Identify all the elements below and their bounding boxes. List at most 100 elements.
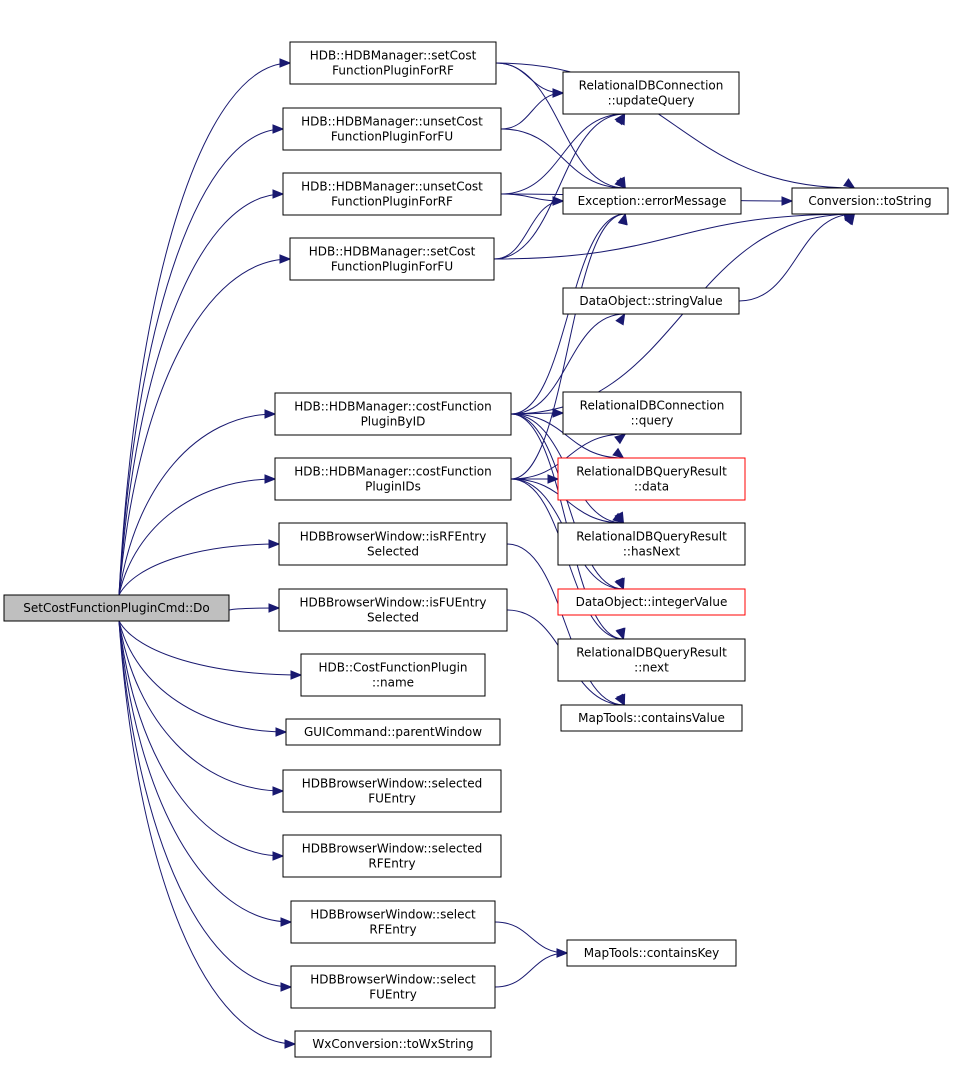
arrowhead-byID-to-data <box>612 447 625 459</box>
node-label-data-1: ::data <box>634 480 669 494</box>
edge-setFU-to-upd <box>493 113 625 260</box>
node-strv[interactable]: DataObject::stringValue <box>562 287 740 315</box>
node-label-byID-0: HDB::HDBManager::costFunction <box>294 400 492 414</box>
edge-selectFU-to-contKey <box>494 952 568 988</box>
arrowhead-selectFU-to-contKey <box>556 948 569 958</box>
node-box-err <box>562 187 742 215</box>
edge-byID-to-data <box>510 413 624 459</box>
edge-do-to-toWx <box>118 620 296 1045</box>
node-box-isFU <box>278 588 508 632</box>
node-label-query-1: ::query <box>631 414 674 428</box>
node-label-intv-0: DataObject::integerValue <box>576 595 728 609</box>
node-parent[interactable]: GUICommand::parentWindow <box>285 718 501 746</box>
node-box-setRF <box>289 41 497 85</box>
node-query[interactable]: RelationalDBConnection::query <box>562 391 742 435</box>
node-contKey[interactable]: MapTools::containsKey <box>566 939 737 967</box>
arrowhead-do-to-selFU <box>272 786 285 796</box>
node-box-query <box>562 391 742 435</box>
node-label-upd-0: RelationalDBConnection <box>579 79 724 93</box>
node-box-unsetRF <box>282 172 502 216</box>
arrowhead-unsetFU-to-err <box>614 177 627 189</box>
node-setFU[interactable]: HDB::HDBManager::setCostFunctionPluginFo… <box>289 237 495 281</box>
node-box-name <box>300 653 486 697</box>
node-box-data <box>557 457 746 501</box>
node-box-isRF <box>278 522 508 566</box>
node-toString[interactable]: Conversion::toString <box>791 187 949 215</box>
arrowhead-do-to-unsetRF <box>272 189 285 199</box>
arrowhead-byID-to-query <box>552 408 565 418</box>
node-box-ids <box>274 457 512 501</box>
arrowhead-strv-to-toString <box>844 212 856 226</box>
arrowhead-unsetFU-to-upd <box>552 88 565 98</box>
node-label-setFU-1: FunctionPluginForFU <box>331 260 453 274</box>
node-box-setFU <box>289 237 495 281</box>
node-box-selRF <box>282 834 502 878</box>
edge-do-to-setFU <box>118 258 291 596</box>
node-box-upd <box>562 71 740 115</box>
node-box-selectRF <box>290 900 496 944</box>
node-label-hasNext-0: RelationalDBQueryResult <box>576 530 727 544</box>
edge-setRF-to-toString <box>495 62 855 189</box>
node-next[interactable]: RelationalDBQueryResult::next <box>557 638 746 682</box>
node-label-name-1: ::name <box>372 676 414 690</box>
node-label-next-1: ::next <box>634 661 669 675</box>
arrowhead-do-to-name <box>290 670 303 680</box>
node-label-toWx-0: WxConversion::toWxString <box>312 1037 473 1051</box>
arrowhead-do-to-setFU <box>279 254 292 264</box>
node-label-strv-0: DataObject::stringValue <box>579 294 722 308</box>
arrowhead-ids-to-next <box>615 627 625 641</box>
node-label-upd-1: ::updateQuery <box>608 94 695 108</box>
edge-do-to-parent <box>118 620 287 733</box>
node-label-setRF-0: HDB::HDBManager::setCost <box>310 49 477 63</box>
arrowhead-unsetRF-to-toString <box>781 196 794 206</box>
edge-do-to-setRF <box>118 62 291 596</box>
edge-do-to-unsetFU <box>118 128 284 596</box>
node-label-selectRF-0: HDBBrowserWindow::select <box>310 908 476 922</box>
node-upd[interactable]: RelationalDBConnection::updateQuery <box>562 71 740 115</box>
edge-do-to-selFU <box>118 620 284 792</box>
node-label-err-0: Exception::errorMessage <box>578 194 727 208</box>
node-box-unsetFU <box>282 107 502 151</box>
node-unsetRF[interactable]: HDB::HDBManager::unsetCostFunctionPlugin… <box>282 172 502 216</box>
arrowhead-do-to-unsetFU <box>272 124 285 134</box>
node-box-hasNext <box>557 522 746 566</box>
node-do[interactable]: SetCostFunctionPluginCmd::Do <box>3 594 230 622</box>
node-data[interactable]: RelationalDBQueryResult::data <box>557 457 746 501</box>
node-box-toString <box>791 187 949 215</box>
edge-setFU-to-toString <box>493 213 855 260</box>
call-edges <box>118 58 856 1049</box>
node-label-isFU-0: HDBBrowserWindow::isFUEntry <box>299 596 486 610</box>
node-label-name-0: HDB::CostFunctionPlugin <box>318 661 467 675</box>
node-label-unsetRF-1: FunctionPluginForRF <box>331 195 453 209</box>
arrowhead-setFU-to-upd <box>615 112 626 126</box>
edge-ids-to-err <box>510 213 626 480</box>
node-toWx[interactable]: WxConversion::toWxString <box>294 1030 492 1058</box>
node-hasNext[interactable]: RelationalDBQueryResult::hasNext <box>557 522 746 566</box>
node-intv[interactable]: DataObject::integerValue <box>557 588 746 616</box>
edge-ids-to-hasNext <box>510 478 624 524</box>
node-name[interactable]: HDB::CostFunctionPlugin::name <box>300 653 486 697</box>
edge-do-to-unsetRF <box>118 193 284 596</box>
node-contVal[interactable]: MapTools::containsValue <box>560 704 743 732</box>
edge-do-to-selRF <box>118 620 284 857</box>
node-label-selRF-0: HDBBrowserWindow::selected <box>302 842 483 856</box>
edge-do-to-selectRF <box>118 620 292 923</box>
node-label-ids-0: HDB::HDBManager::costFunction <box>294 465 492 479</box>
node-label-selFU-1: FUEntry <box>368 792 416 806</box>
node-label-isRF-1: Selected <box>367 545 419 559</box>
node-setRF[interactable]: HDB::HDBManager::setCostFunctionPluginFo… <box>289 41 497 85</box>
node-unsetFU[interactable]: HDB::HDBManager::unsetCostFunctionPlugin… <box>282 107 502 151</box>
arrowhead-do-to-selRF <box>272 851 285 861</box>
node-err[interactable]: Exception::errorMessage <box>562 187 742 215</box>
node-label-next-0: RelationalDBQueryResult <box>576 646 727 660</box>
edge-ids-to-query <box>510 433 626 480</box>
node-label-ids-1: PluginIDs <box>365 480 421 494</box>
